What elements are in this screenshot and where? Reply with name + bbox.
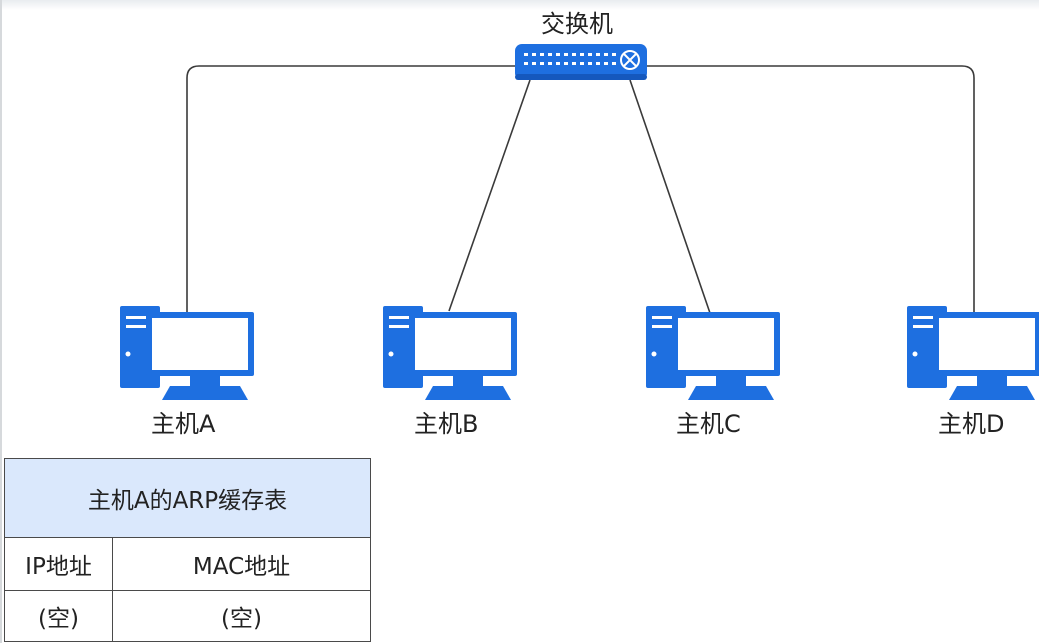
top-shadow — [0, 0, 1039, 10]
host-label-a: 主机A — [151, 410, 216, 438]
computer-icon — [120, 306, 254, 400]
column-header-mac: MAC地址 — [111, 537, 372, 591]
ip-cell: (空) — [4, 590, 113, 642]
arp-table-title: 主机A的ARP缓存表 — [3, 458, 372, 538]
computer-icon — [907, 306, 1039, 400]
host-label-d: 主机D — [938, 410, 1005, 438]
computer-icon — [383, 306, 517, 400]
switch-label: 交换机 — [541, 10, 613, 38]
host-label-b: 主机B — [414, 410, 479, 438]
table-row: (空) (空) — [4, 590, 372, 642]
link-host-b — [448, 79, 531, 312]
network-switch-icon — [515, 44, 647, 80]
left-border — [0, 0, 2, 643]
mac-cell: (空) — [111, 590, 372, 642]
arp-cache-table: 主机A的ARP缓存表 IP地址 MAC地址 (空) (空) — [3, 458, 372, 642]
host-label-c: 主机C — [676, 410, 741, 438]
column-header-ip: IP地址 — [4, 537, 113, 591]
link-host-a — [186, 65, 518, 318]
computer-icon — [646, 306, 780, 400]
link-host-c — [629, 79, 712, 317]
link-host-d — [644, 65, 975, 318]
